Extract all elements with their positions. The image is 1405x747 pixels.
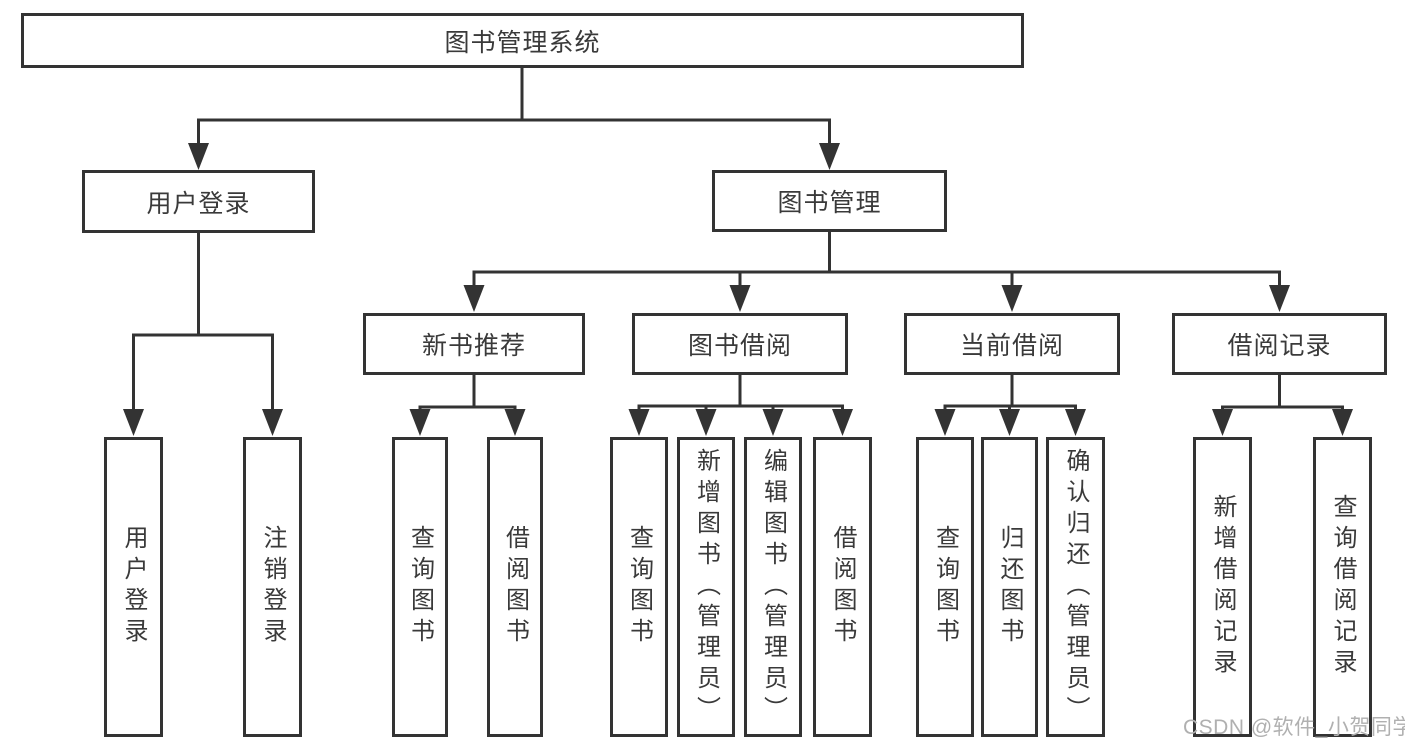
node-label: 归还图书 bbox=[996, 525, 1023, 649]
node-label: 图书借阅 bbox=[687, 332, 792, 360]
node-new-book-recommend: 新书推荐 bbox=[363, 313, 585, 375]
node-label: 用户登录 bbox=[120, 525, 147, 649]
node-label: 新增图书（管理员） bbox=[692, 447, 720, 727]
leaf-borrow-books-recommend: 借阅图书 bbox=[487, 437, 543, 737]
node-root: 图书管理系统 bbox=[21, 13, 1024, 68]
leaf-user-login: 用户登录 bbox=[104, 437, 163, 737]
node-borrowing-records: 借阅记录 bbox=[1172, 313, 1387, 375]
connector-book-mgmt-to-level2 bbox=[472, 232, 1281, 288]
arrowhead-icon bbox=[188, 143, 209, 170]
watermark: CSDN @软件_小贺同学 bbox=[1183, 716, 1405, 739]
node-label: 编辑图书（管理员） bbox=[759, 447, 787, 727]
node-label: 查询图书 bbox=[931, 525, 959, 649]
node-label: 确认归还（管理员） bbox=[1062, 447, 1089, 727]
arrowhead-icon bbox=[1212, 409, 1233, 436]
node-label: 借阅图书 bbox=[829, 525, 856, 649]
node-label: 新增借阅记录 bbox=[1209, 494, 1236, 680]
leaf-query-books-current: 查询图书 bbox=[916, 437, 974, 737]
leaf-logout: 注销登录 bbox=[243, 437, 302, 737]
arrowhead-icon bbox=[819, 143, 840, 170]
connector-user-login-children bbox=[132, 233, 274, 412]
node-label: 新书推荐 bbox=[421, 332, 526, 360]
arrowhead-icon bbox=[832, 409, 853, 436]
connector-paths bbox=[132, 68, 1344, 413]
node-label: 查询借阅记录 bbox=[1329, 494, 1356, 680]
arrowhead-icon bbox=[463, 285, 485, 312]
arrowhead-icon bbox=[409, 409, 431, 436]
arrowhead-icon bbox=[1001, 285, 1023, 312]
node-user-login-branch: 用户登录 bbox=[82, 170, 315, 233]
node-book-borrowing: 图书借阅 bbox=[632, 313, 848, 375]
connector-root-to-level1 bbox=[197, 68, 831, 146]
leaf-add-borrow-record: 新增借阅记录 bbox=[1193, 437, 1252, 737]
connector-borrow-records-children bbox=[1221, 375, 1344, 413]
connector-book-borrow-children bbox=[637, 375, 844, 413]
leaf-query-books-recommend: 查询图书 bbox=[392, 437, 448, 737]
connector-current-borrow-children bbox=[943, 375, 1077, 413]
leaf-confirm-return-admin: 确认归还（管理员） bbox=[1046, 437, 1105, 737]
leaf-return-book: 归还图书 bbox=[981, 437, 1038, 737]
node-label: 用户登录 bbox=[146, 189, 251, 218]
arrowhead-icon bbox=[123, 409, 144, 436]
node-current-borrowing: 当前借阅 bbox=[904, 313, 1120, 375]
leaf-add-book-admin: 新增图书（管理员） bbox=[677, 437, 735, 737]
node-label: 图书管理 bbox=[777, 189, 882, 217]
arrowhead-icon bbox=[1269, 285, 1290, 312]
leaf-query-borrow-record: 查询借阅记录 bbox=[1313, 437, 1372, 737]
leaf-edit-book-admin: 编辑图书（管理员） bbox=[744, 437, 802, 737]
connector-new-book-rec-children bbox=[418, 375, 517, 413]
node-label: 当前借阅 bbox=[959, 332, 1064, 360]
node-label: 注销登录 bbox=[259, 525, 286, 649]
node-label: 查询图书 bbox=[406, 525, 434, 649]
arrowhead-icon bbox=[1332, 409, 1353, 436]
arrowheads bbox=[123, 143, 1353, 436]
arrowhead-icon bbox=[999, 409, 1020, 436]
leaf-borrow-books-borrowing: 借阅图书 bbox=[813, 437, 872, 737]
arrowhead-icon bbox=[628, 409, 650, 436]
arrowhead-icon bbox=[262, 409, 283, 436]
node-label: 图书管理系统 bbox=[444, 28, 601, 57]
node-label: 查询图书 bbox=[625, 525, 653, 649]
node-label: 借阅图书 bbox=[501, 525, 529, 649]
arrowhead-icon bbox=[695, 409, 717, 436]
arrowhead-icon bbox=[934, 409, 956, 436]
arrowhead-icon bbox=[504, 409, 526, 436]
node-book-management-branch: 图书管理 bbox=[712, 170, 947, 232]
arrowhead-icon bbox=[762, 409, 784, 436]
arrowhead-icon bbox=[729, 285, 751, 312]
arrowhead-icon bbox=[1065, 409, 1086, 436]
leaf-query-books-borrowing: 查询图书 bbox=[610, 437, 668, 737]
node-label: 借阅记录 bbox=[1227, 332, 1332, 360]
